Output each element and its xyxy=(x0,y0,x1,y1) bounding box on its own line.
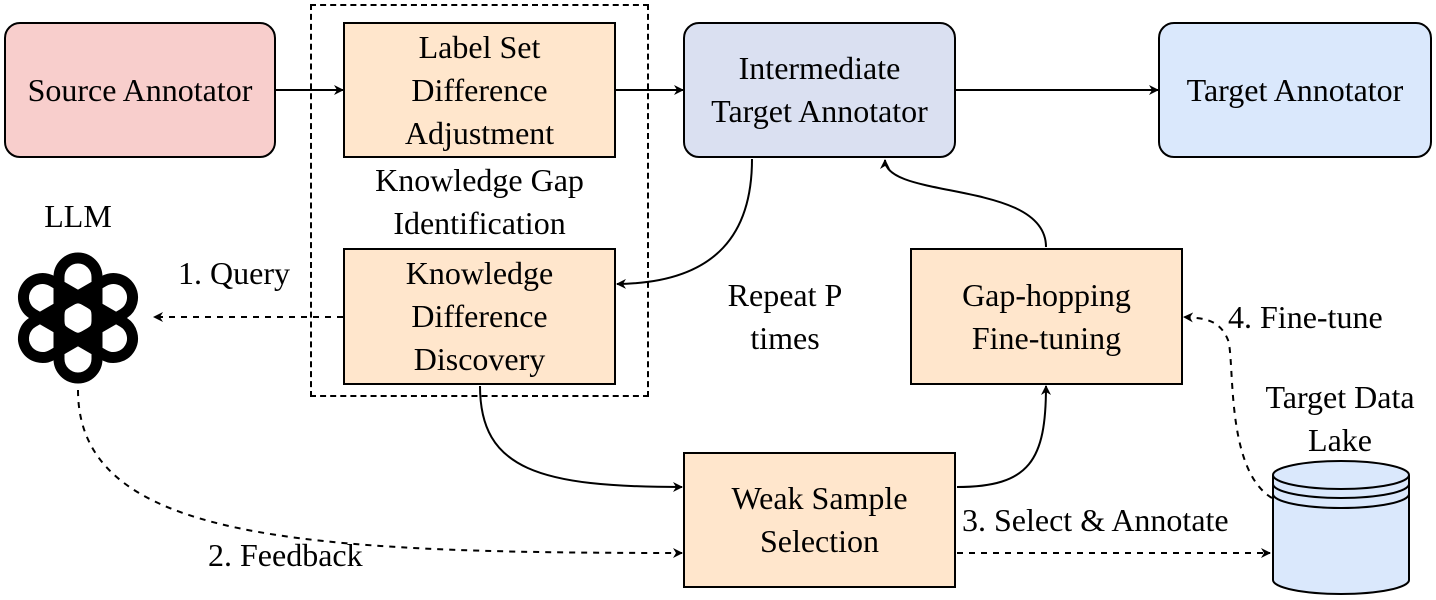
weak-sample-selection-node: Weak Sample Selection xyxy=(683,452,956,588)
arrow-finetune xyxy=(1183,312,1273,499)
intermediate-target-annotator-node: Intermediate Target Annotator xyxy=(683,22,956,158)
select-annotate-edge-label: 3. Select & Annotate xyxy=(962,502,1229,538)
finetune-edge-label: 4. Fine-tune xyxy=(1228,299,1383,335)
arrow-intermediate-to-knowledge xyxy=(616,158,753,289)
arrow-knowledge-to-weak xyxy=(479,385,683,492)
openai-logo-icon xyxy=(17,252,139,384)
arrow-weak-to-gaphopping xyxy=(956,385,1051,488)
knowledge-gap-group-label: Knowledge Gap Identification xyxy=(375,162,584,241)
arrow-feedback xyxy=(77,389,683,558)
knowledge-difference-discovery-node: Knowledge Difference Discovery xyxy=(343,248,616,385)
data-lake-label: Target Data Lake xyxy=(1265,379,1415,458)
llm-label: LLM xyxy=(44,198,112,234)
gap-hopping-finetuning-node: Gap-hopping Fine-tuning xyxy=(910,248,1183,385)
target-annotator-node: Target Annotator xyxy=(1158,22,1432,158)
label-set-adjustment-node: Label Set Difference Adjustment xyxy=(343,22,616,158)
knowledge-gap-group xyxy=(310,4,649,397)
arrow-gaphopping-to-intermediate xyxy=(880,159,1047,248)
repeat-label: Repeat P times xyxy=(727,277,843,356)
feedback-edge-label: 2. Feedback xyxy=(208,537,363,573)
data-lake-cylinder xyxy=(1272,460,1410,595)
source-annotator-node: Source Annotator xyxy=(4,22,276,158)
query-edge-label: 1. Query xyxy=(178,255,290,291)
